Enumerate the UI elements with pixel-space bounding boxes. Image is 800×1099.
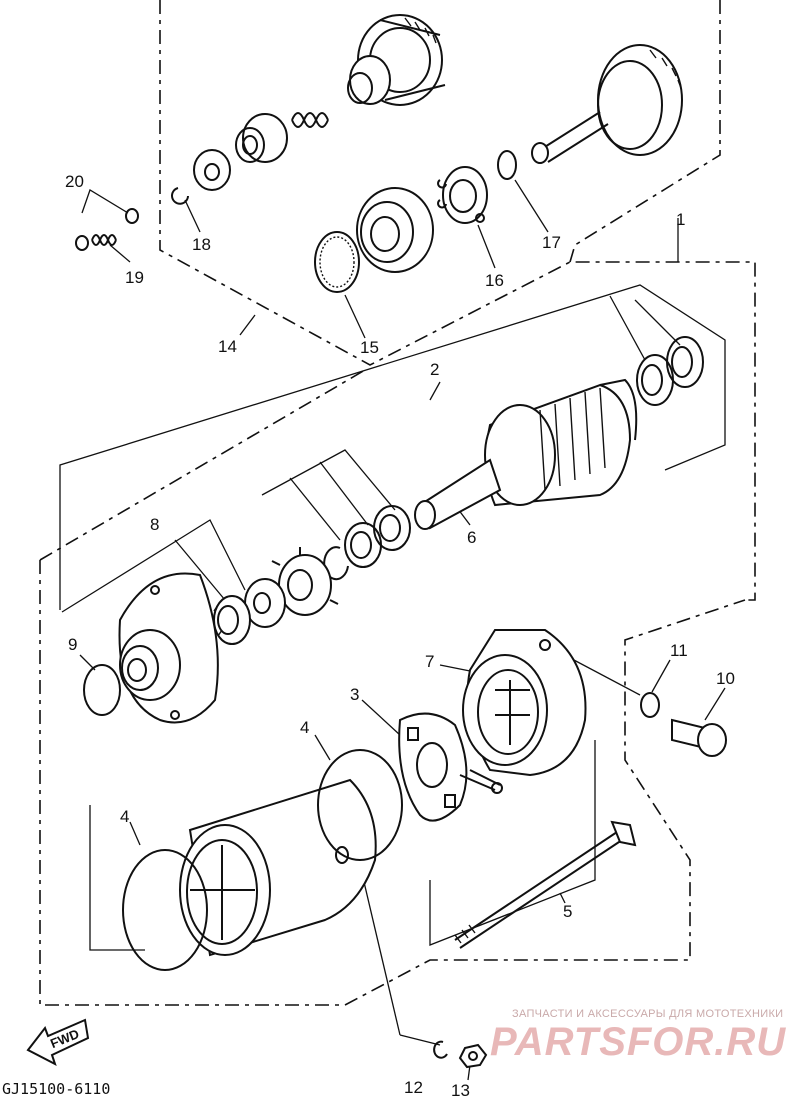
spring <box>291 112 329 128</box>
o-ring-9 <box>83 664 121 716</box>
washer-8a <box>244 578 286 628</box>
callout-1: 1 <box>676 210 685 229</box>
leader-14 <box>239 314 256 336</box>
leader-18 <box>184 199 201 233</box>
callout-4b: 4 <box>120 807 129 826</box>
callout-16: 16 <box>485 271 504 290</box>
armature <box>414 378 638 530</box>
circlip-17 <box>497 150 517 180</box>
pinion-clutch-housing <box>347 14 446 106</box>
bracket-4 <box>89 805 145 951</box>
group-14-top-boundary <box>569 0 721 263</box>
callout-15: 15 <box>360 338 379 357</box>
leader-19 <box>109 244 131 263</box>
callout-14: 14 <box>218 337 237 356</box>
leader-5 <box>559 892 566 904</box>
callout-11: 11 <box>670 641 688 660</box>
watermark-tagline: ЗАПЧАСТИ И АКСЕССУАРЫ ДЛЯ МОТОТЕХНИКИ <box>512 1008 783 1020</box>
through-bolt <box>454 820 637 949</box>
drive-shaft-gear <box>531 44 683 164</box>
washer-left-b <box>344 522 382 568</box>
bracket-8 <box>61 519 246 613</box>
callout-17: 17 <box>542 233 561 252</box>
bracket-washers <box>261 449 396 511</box>
washer-right-b <box>666 336 704 388</box>
bracket-2 <box>59 284 726 610</box>
callout-7: 7 <box>425 652 434 671</box>
washer-11 <box>640 692 660 718</box>
circlip-18 <box>171 187 189 205</box>
fwd-arrow-icon: FWD <box>26 1018 90 1067</box>
spring-19-set <box>75 208 139 251</box>
callout-20: 20 <box>65 172 84 191</box>
callout-6: 6 <box>467 528 476 547</box>
callout-3: 3 <box>350 685 359 704</box>
callout-4a: 4 <box>300 718 309 737</box>
leader-12 <box>359 864 401 1036</box>
washer-left-a <box>373 505 411 551</box>
bearing-15 <box>314 231 360 293</box>
leader-3 <box>361 699 401 736</box>
leader-15 <box>344 294 366 339</box>
callout-2: 2 <box>430 360 439 379</box>
callout-12: 12 <box>404 1078 423 1097</box>
callout-13: 13 <box>451 1081 470 1099</box>
leader-16 <box>477 224 496 269</box>
retainer-plate-16 <box>437 166 488 224</box>
thrust-washer-top <box>193 149 231 191</box>
drawing-code: GJ15100-6110 <box>2 1080 110 1098</box>
callout-8: 8 <box>150 515 159 534</box>
leader-washer-b <box>319 461 369 526</box>
lock-washer <box>271 547 339 616</box>
callout-19: 19 <box>125 268 144 287</box>
bearing-8 <box>213 595 251 645</box>
front-cover <box>118 572 219 724</box>
planet-carrier-bearing <box>356 187 434 273</box>
leader-12b <box>399 1034 441 1046</box>
group-1-left-boundary <box>39 369 366 561</box>
leader-11 <box>651 659 671 693</box>
watermark-brand: PARTSFOR.RU <box>490 1020 786 1064</box>
leader-4b <box>129 821 141 846</box>
leader-10 <box>704 687 726 721</box>
leader-8 <box>174 539 226 601</box>
leader-20 <box>81 189 129 214</box>
gasket-4b <box>122 849 208 971</box>
nut-13 <box>458 1043 488 1069</box>
washer-12 <box>433 1040 448 1059</box>
leader-2 <box>429 381 441 401</box>
group-14-boundary <box>159 0 756 601</box>
callout-10: 10 <box>716 669 735 688</box>
brush-holder <box>398 712 503 822</box>
bolt-10 <box>671 718 727 757</box>
gasket-4a <box>317 749 403 861</box>
leader-4a <box>314 734 331 761</box>
pinion-gear <box>235 113 288 163</box>
group-1-boundary <box>39 560 746 1006</box>
rear-cover <box>462 629 587 777</box>
leader-17 <box>514 179 549 233</box>
callout-5: 5 <box>563 902 572 921</box>
leader-washer-a <box>289 477 341 541</box>
leader-right-washers-a <box>609 295 646 361</box>
leader-right-washers-b <box>634 299 681 346</box>
callout-9: 9 <box>68 635 77 654</box>
yoke <box>179 778 377 957</box>
callout-18: 18 <box>192 235 211 254</box>
